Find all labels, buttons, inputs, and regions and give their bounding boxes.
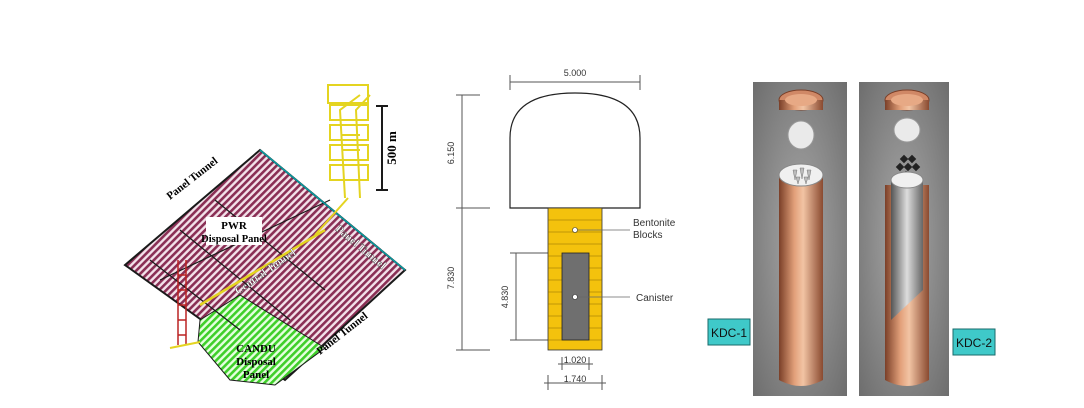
candu-label-line2: Disposal: [236, 356, 276, 368]
pwr-label-line1: PWR: [221, 220, 248, 232]
deposition-hole-section: 5.000 6.150 7.830 4.830: [446, 68, 676, 390]
dim-hole-depth-label: 7.830: [446, 267, 456, 290]
access-shaft: [314, 84, 371, 236]
dim-hole-width-label: 1.740: [564, 374, 587, 384]
kdc2-label: KDC-2: [956, 336, 992, 350]
panel-tunnel-edge: [259, 149, 406, 271]
dim-canister-height-label: 4.830: [500, 286, 510, 309]
kdc1-canister-photo: [753, 82, 847, 396]
candu-label-line1: CANDU: [236, 343, 276, 355]
kdc2-canister-photo: [859, 82, 949, 396]
tunnel-profile: [509, 92, 641, 209]
kdc-canister-images: KDC-1 KDC-2: [707, 82, 996, 396]
dim-top-width-label: 5.000: [564, 68, 587, 78]
bentonite-label-line2: Blocks: [633, 230, 662, 241]
depth-scale: 500 m: [376, 105, 399, 191]
repository-layout-diagram: 500 m Panel Tunnel Panel Tunnel Panel Tu…: [123, 84, 407, 386]
kdc1-badge: [707, 318, 751, 346]
dim-canister-width-label: 1.020: [564, 355, 587, 365]
depth-label: 500 m: [384, 131, 399, 165]
ventilation-shaft: [177, 260, 187, 345]
kdc2-badge: [952, 328, 996, 356]
central-tunnel-line: [199, 228, 326, 307]
pwr-label-line2: Disposal Panel: [201, 234, 267, 245]
dim-tunnel-height-label: 6.150: [446, 142, 456, 165]
dim-top-width: [509, 75, 641, 90]
canister-label: Canister: [636, 293, 674, 304]
candu-label-line3: Panel: [243, 369, 269, 381]
kdc1-label: KDC-1: [711, 326, 747, 340]
bentonite-label-line1: Bentonite: [633, 218, 676, 229]
